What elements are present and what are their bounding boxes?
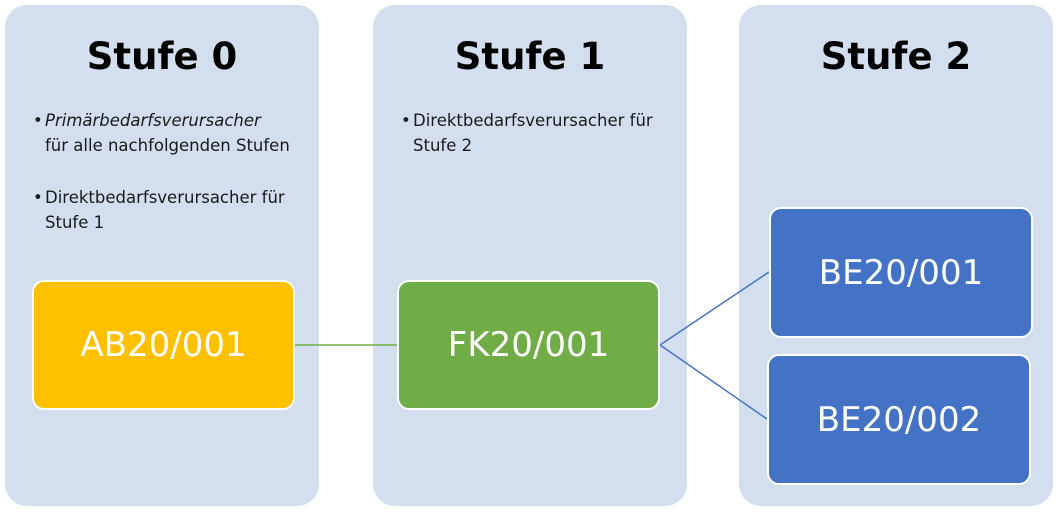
stage-0-title: Stufe 0 — [86, 35, 238, 78]
stage-1-panel: Stufe 1 Direktbedarfsverursacher für Stu… — [373, 5, 687, 506]
stage-0-bullet-1-italic: Primärbedarfsverursacher — [45, 111, 261, 130]
stage-2-title: Stufe 2 — [820, 35, 972, 78]
stage-0-bullet-1-text: für alle nachfolgenden Stufen — [45, 136, 290, 155]
node-be20-001: BE20/001 — [769, 207, 1033, 338]
node-fk20-001: FK20/001 — [397, 280, 660, 410]
stage-0-bullets: Primärbedarfsverursacher für alle nachfol… — [33, 108, 303, 262]
stage-1-bullets: Direktbedarfsverursacher für Stufe 2 — [401, 108, 671, 185]
stage-1-bullet-1: Direktbedarfsverursacher für Stufe 2 — [401, 108, 671, 158]
node-ab20-001: AB20/001 — [32, 280, 295, 410]
stage-0-bullet-2: Direktbedarfsverursacher für Stufe 1 — [33, 185, 303, 235]
stage-0-panel: Stufe 0 Primärbedarfsverursacher für alle… — [5, 5, 319, 506]
stage-0-bullet-1: Primärbedarfsverursacher für alle nachfol… — [33, 108, 303, 158]
node-be20-002: BE20/002 — [767, 354, 1031, 485]
stage-1-title: Stufe 1 — [454, 35, 606, 78]
stage-0-bullet-2-text: Direktbedarfsverursacher für Stufe 1 — [45, 188, 285, 232]
stage-1-bullet-1-text: Direktbedarfsverursacher für Stufe 2 — [413, 111, 653, 155]
